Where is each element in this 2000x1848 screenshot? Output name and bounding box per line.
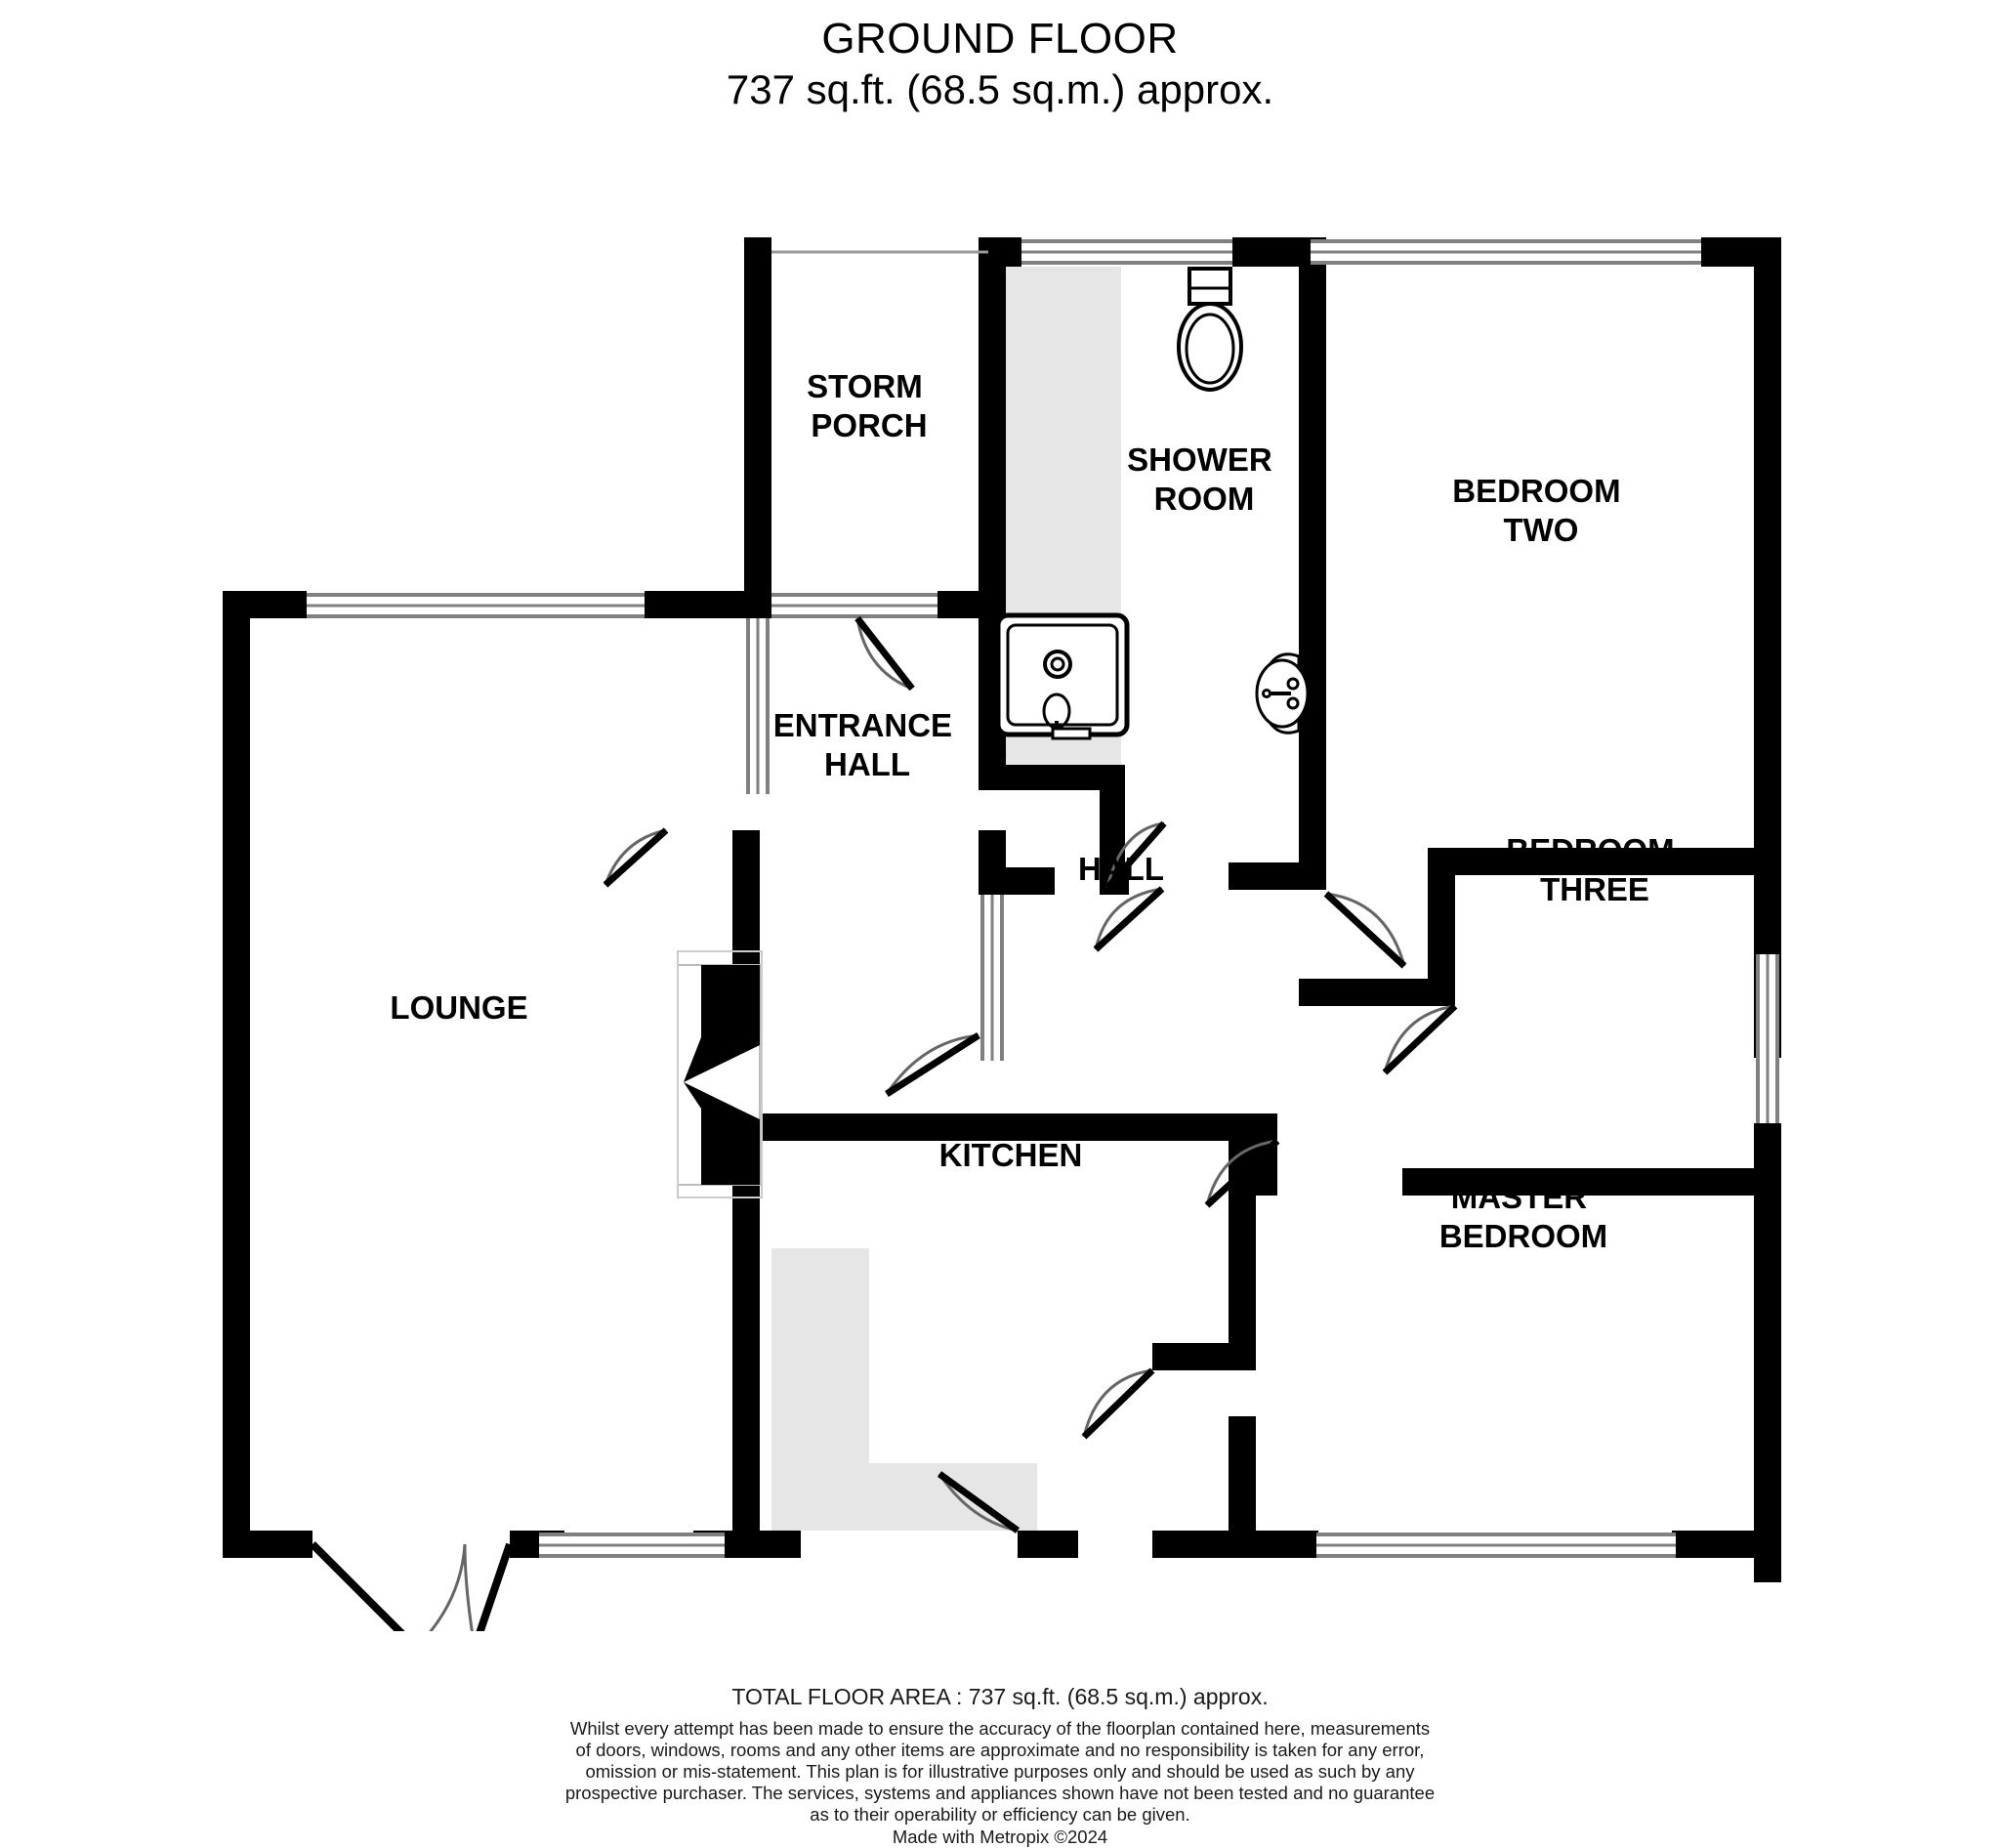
wall-bedroom-two-bottom: [1428, 848, 1781, 875]
door-kitchen-external: [937, 1471, 1021, 1533]
wall-kitchen-top: [760, 1113, 1229, 1141]
page-header: GROUND FLOOR 737 sq.ft. (68.5 sq.m.) app…: [0, 14, 2000, 115]
window-bedroom-two-top: [1311, 239, 1701, 265]
disclaimer-line-5: as to their operability or efficiency ca…: [810, 1804, 1190, 1825]
room-labels-group: STORM PORCH SHOWER ROOM BEDROOM TWO BEDR…: [390, 368, 1684, 1254]
floorplan-canvas: STORM PORCH SHOWER ROOM BEDROOM TWO BEDR…: [0, 147, 2000, 1631]
window-kitchen-bottom: [539, 1533, 725, 1558]
room-label-master-bedroom: MASTER BEDROOM: [1439, 1179, 1607, 1254]
wc-toilet: [1177, 267, 1243, 392]
shower-tray: [995, 612, 1130, 740]
wall-kitchen-cupboard-stub: [1152, 1343, 1256, 1370]
door-kitchen-cupboard: [1081, 1367, 1155, 1440]
door-hall-to-shower: [1104, 820, 1167, 891]
room-label-entrance-hall: ENTRANCE HALL: [773, 707, 962, 782]
fireplace: [677, 950, 763, 1198]
wall-porch-bottom-left: [674, 591, 771, 618]
wall-hall-top-right-stub: [1229, 862, 1326, 890]
wall-right-outer-lower: [1754, 1123, 1781, 1582]
room-label-bedroom-three: BEDROOM THREE: [1506, 832, 1684, 907]
wash-basin: [1255, 652, 1310, 735]
metropix-credit: Made with Metropix ©2024: [892, 1827, 1108, 1847]
door-hall-to-bedroom-two: [1323, 891, 1407, 969]
page-subtitle: 737 sq.ft. (68.5 sq.m.) approx.: [726, 66, 1274, 112]
wall-lounge-bottom-left: [223, 1531, 312, 1558]
fixtures-group: [677, 267, 1310, 1531]
window-porch-bottom: [771, 593, 938, 618]
window-lounge-top: [307, 593, 645, 618]
room-label-lounge: LOUNGE: [390, 989, 527, 1026]
door-hall-cupboard: [1093, 886, 1165, 952]
disclaimer-line-3: omission or mis-statement. This plan is …: [585, 1761, 1415, 1782]
disclaimer-line-4: prospective purchaser. The services, sys…: [564, 1783, 1436, 1803]
window-porch-left-vertical: [746, 618, 770, 794]
wall-bedroom-three-bottom: [1402, 1168, 1781, 1196]
wall-porch-left: [744, 237, 771, 618]
room-label-kitchen: KITCHEN: [939, 1137, 1083, 1173]
window-shower-top: [1021, 239, 1232, 265]
door-porch-to-hall: [854, 615, 915, 692]
room-label-storm-porch: STORM PORCH: [807, 368, 932, 443]
door-lounge-french-right: [463, 1542, 514, 1631]
door-hall-to-bedroom-three: [1382, 1003, 1458, 1075]
door-entrance-to-lounge: [603, 827, 669, 888]
wall-lounge-top-right: [645, 591, 678, 618]
disclaimer-line-1: Whilst every attempt has been made to en…: [569, 1718, 1431, 1739]
wall-kitchen-bottom-right: [1018, 1531, 1078, 1558]
room-label-bedroom-two: BEDROOM TWO: [1452, 473, 1630, 548]
room-label-hall: HALL: [1078, 851, 1164, 887]
page-footer: TOTAL FLOOR AREA : 737 sq.ft. (68.5 sq.m…: [0, 1682, 2000, 1848]
disclaimer-text: Whilst every attempt has been made to en…: [453, 1718, 1547, 1826]
wall-bedroom-three-left: [1428, 848, 1455, 1004]
wall-top-between-windows: [1232, 237, 1311, 267]
page-title: GROUND FLOOR: [821, 15, 1179, 63]
wall-hall-bedroom3-stub: [1299, 979, 1455, 1006]
wall-right-outer-upper: [1754, 237, 1781, 1058]
wall-shower-right: [1299, 237, 1326, 862]
window-master-bottom: [1316, 1533, 1676, 1558]
wall-lounge-right-chimney: [732, 830, 760, 967]
disclaimer-line-2: of doors, windows, rooms and any other i…: [575, 1740, 1425, 1760]
room-label-shower-room: SHOWER ROOM: [1127, 441, 1281, 517]
door-hall-to-master: [1204, 1138, 1280, 1208]
wall-lounge-left: [223, 591, 250, 1558]
total-floor-area: TOTAL FLOOR AREA : 737 sq.ft. (68.5 sq.m…: [731, 1684, 1269, 1709]
doors-group: [310, 615, 1458, 1631]
kitchen-units: [771, 1248, 1037, 1531]
wall-master-bottom-right: [1672, 1531, 1781, 1558]
wall-entrance-hall-right-stub: [979, 867, 1055, 895]
window-hall-vertical: [980, 895, 1004, 1061]
door-entrance-to-kitchen: [885, 1032, 980, 1097]
door-lounge-french-left: [310, 1541, 467, 1631]
wall-kitchen-right-lower: [1229, 1416, 1256, 1558]
floorplan-svg: STORM PORCH SHOWER ROOM BEDROOM TWO BEDR…: [223, 237, 1781, 1631]
windows-group: [307, 239, 1779, 1558]
window-bedroom-three-right: [1756, 954, 1779, 1123]
